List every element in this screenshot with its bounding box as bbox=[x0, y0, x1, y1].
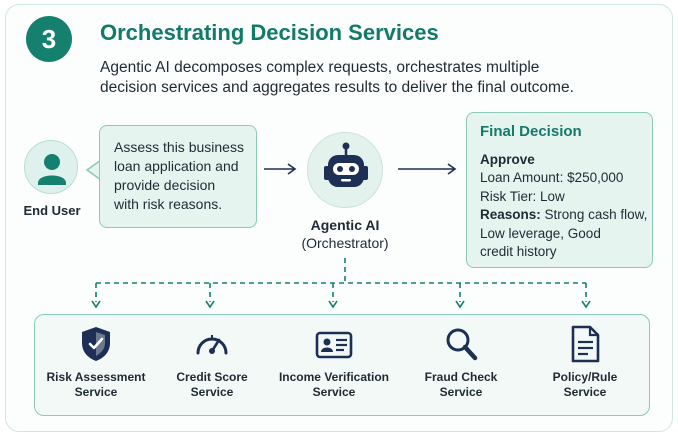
loan-amount-value: $250,000 bbox=[567, 170, 624, 185]
decision-services-panel: Risk Assessment Service Credit Score Ser… bbox=[34, 314, 650, 416]
service-suffix: Service bbox=[563, 385, 607, 399]
end-user-label: End User bbox=[23, 203, 81, 218]
risk-tier-value: Low bbox=[540, 188, 565, 204]
reasons-line: credit history bbox=[480, 244, 557, 259]
orchestrator-label: Agentic AI (Orchestrator) bbox=[280, 216, 410, 252]
gauge-icon bbox=[196, 335, 228, 355]
service-name: Income Verification bbox=[278, 370, 390, 384]
service-label: Risk Assessment Service bbox=[36, 370, 156, 400]
orchestrator-role: (Orchestrator) bbox=[301, 235, 389, 251]
reasons-label: Reasons: bbox=[480, 207, 541, 222]
service-name: Fraud Check bbox=[424, 370, 498, 384]
service-name: Credit Score bbox=[176, 370, 248, 384]
service-name: Risk Assessment bbox=[46, 370, 146, 384]
decision-value: Approve bbox=[480, 151, 535, 167]
user-icon bbox=[24, 140, 78, 194]
arrow-to-orchestrator-icon bbox=[264, 163, 297, 175]
service-label: Policy/Rule Service bbox=[525, 370, 645, 400]
orchestrator-name: Agentic AI bbox=[310, 217, 380, 233]
diagram-subtitle: Agentic AI decomposes complex requests, … bbox=[100, 58, 640, 98]
request-line: Assess this business bbox=[114, 139, 244, 155]
loan-amount-label: Loan Amount: bbox=[480, 170, 564, 185]
step-number-badge: 3 bbox=[26, 16, 72, 62]
reasons-row: Reasons: Strong cash flow, bbox=[480, 206, 652, 225]
diagram-title: Orchestrating Decision Services bbox=[100, 20, 439, 45]
loan-amount-row: Loan Amount: $250,000 bbox=[480, 169, 652, 188]
service-suffix: Service bbox=[190, 385, 234, 399]
service-label: Income Verification Service bbox=[274, 370, 394, 400]
request-line: loan application and bbox=[114, 158, 239, 174]
service-credit-score: Credit Score Service bbox=[152, 315, 272, 415]
service-suffix: Service bbox=[74, 385, 118, 399]
subtitle-line: decision services and aggregates results… bbox=[100, 79, 574, 96]
service-fraud-check: Fraud Check Service bbox=[401, 315, 521, 415]
service-policy-rule: Policy/Rule Service bbox=[525, 315, 645, 415]
reasons-line: Strong cash flow, bbox=[544, 207, 648, 222]
shield-icon bbox=[82, 327, 110, 361]
speech-bubble-tail bbox=[86, 159, 102, 181]
risk-tier-row: Risk Tier: Low bbox=[480, 188, 652, 207]
service-name: Policy/Rule bbox=[552, 370, 618, 384]
service-suffix: Service bbox=[312, 385, 356, 399]
service-income-verification: Income Verification Service bbox=[274, 315, 394, 415]
arrow-to-decision-icon bbox=[398, 163, 457, 175]
subtitle-line: Agentic AI decomposes complex requests, … bbox=[100, 59, 540, 76]
service-risk-assessment: Risk Assessment Service bbox=[36, 315, 156, 415]
final-decision-box: Final Decision Approve Loan Amount: $250… bbox=[466, 112, 653, 268]
service-label: Credit Score Service bbox=[152, 370, 272, 400]
document-icon bbox=[571, 325, 600, 363]
user-request-bubble: Assess this business loan application an… bbox=[99, 125, 257, 228]
final-decision-title: Final Decision bbox=[480, 123, 582, 140]
robot-icon bbox=[307, 132, 383, 208]
service-suffix: Service bbox=[439, 385, 483, 399]
service-label: Fraud Check Service bbox=[401, 370, 521, 400]
reasons-line: Low leverage, Good bbox=[480, 225, 601, 241]
request-line: provide decision bbox=[114, 177, 216, 193]
magnifier-icon bbox=[446, 328, 478, 361]
risk-tier-label: Risk Tier: bbox=[480, 188, 537, 204]
id-card-icon bbox=[315, 331, 353, 359]
request-line: with risk reasons. bbox=[114, 196, 223, 212]
